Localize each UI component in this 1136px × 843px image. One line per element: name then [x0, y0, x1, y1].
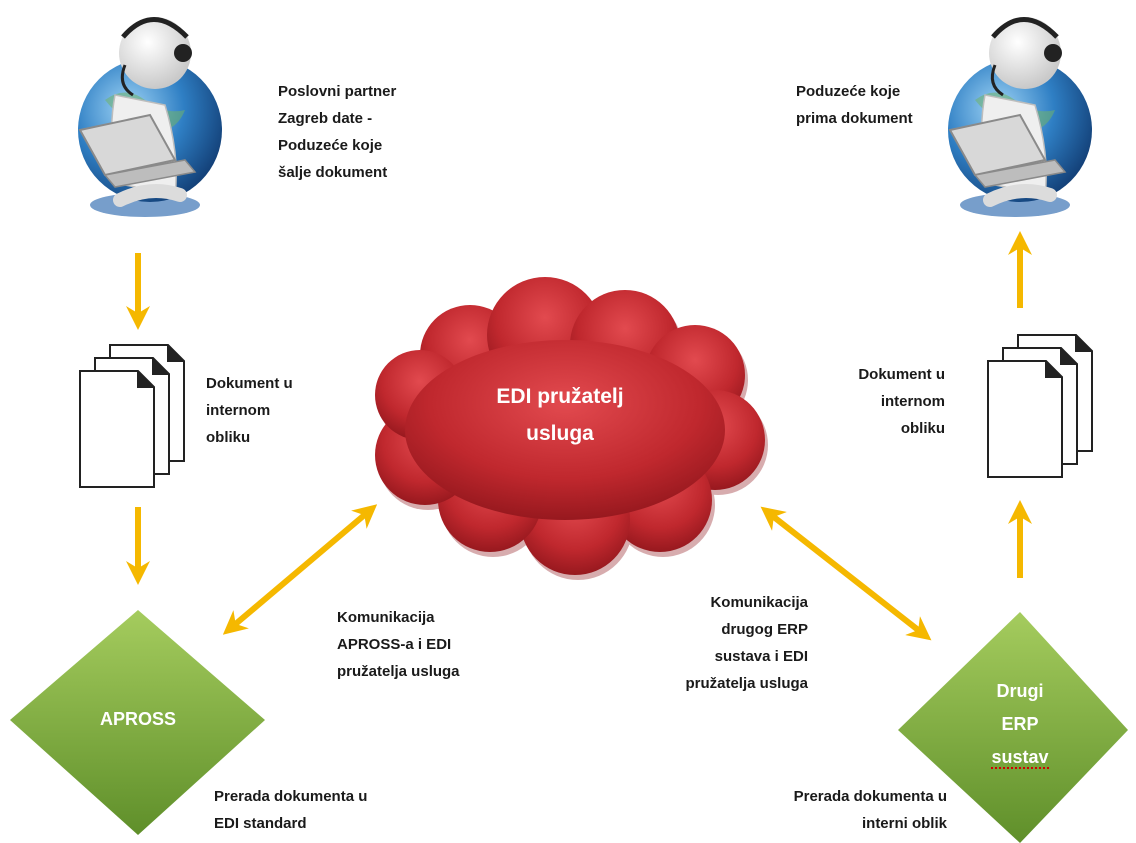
cloud-label: EDI pružatelj usluga [496, 385, 624, 445]
apross-label: APROSS [99, 709, 177, 729]
arrow-apross-cloud-bidirectional [222, 504, 378, 635]
edi-cloud-shape [375, 277, 768, 580]
receiver-person-icon [948, 17, 1092, 217]
comm-right-label: Komunikacija drugog ERP sustava i EDI pr… [685, 594, 808, 692]
erp-label: Drugi ERP sustav [991, 681, 1049, 769]
erp-caption: Prerada dokumenta u interni oblik [793, 788, 947, 832]
sender-label: Poslovni partner Zagreb date - Poduzeće … [278, 83, 397, 181]
document-left-label: Dokument u internom obliku [206, 375, 293, 446]
document-right-label: Dokument u internom obliku [858, 366, 945, 437]
apross-caption: Prerada dokumenta u EDI standard [214, 788, 368, 832]
document-stack-right-icon [987, 334, 1093, 478]
apross-diamond-shape [10, 610, 265, 835]
erp-diamond-shape [898, 612, 1128, 843]
receiver-label: Poduzeće koje prima dokument [796, 83, 913, 127]
document-stack-left-icon [79, 344, 185, 488]
arrow-cloud-erp-bidirectional [760, 506, 932, 641]
comm-left-label: Komunikacija APROSS-a i EDI pružatelja u… [337, 609, 460, 680]
sender-person-icon [78, 17, 222, 217]
